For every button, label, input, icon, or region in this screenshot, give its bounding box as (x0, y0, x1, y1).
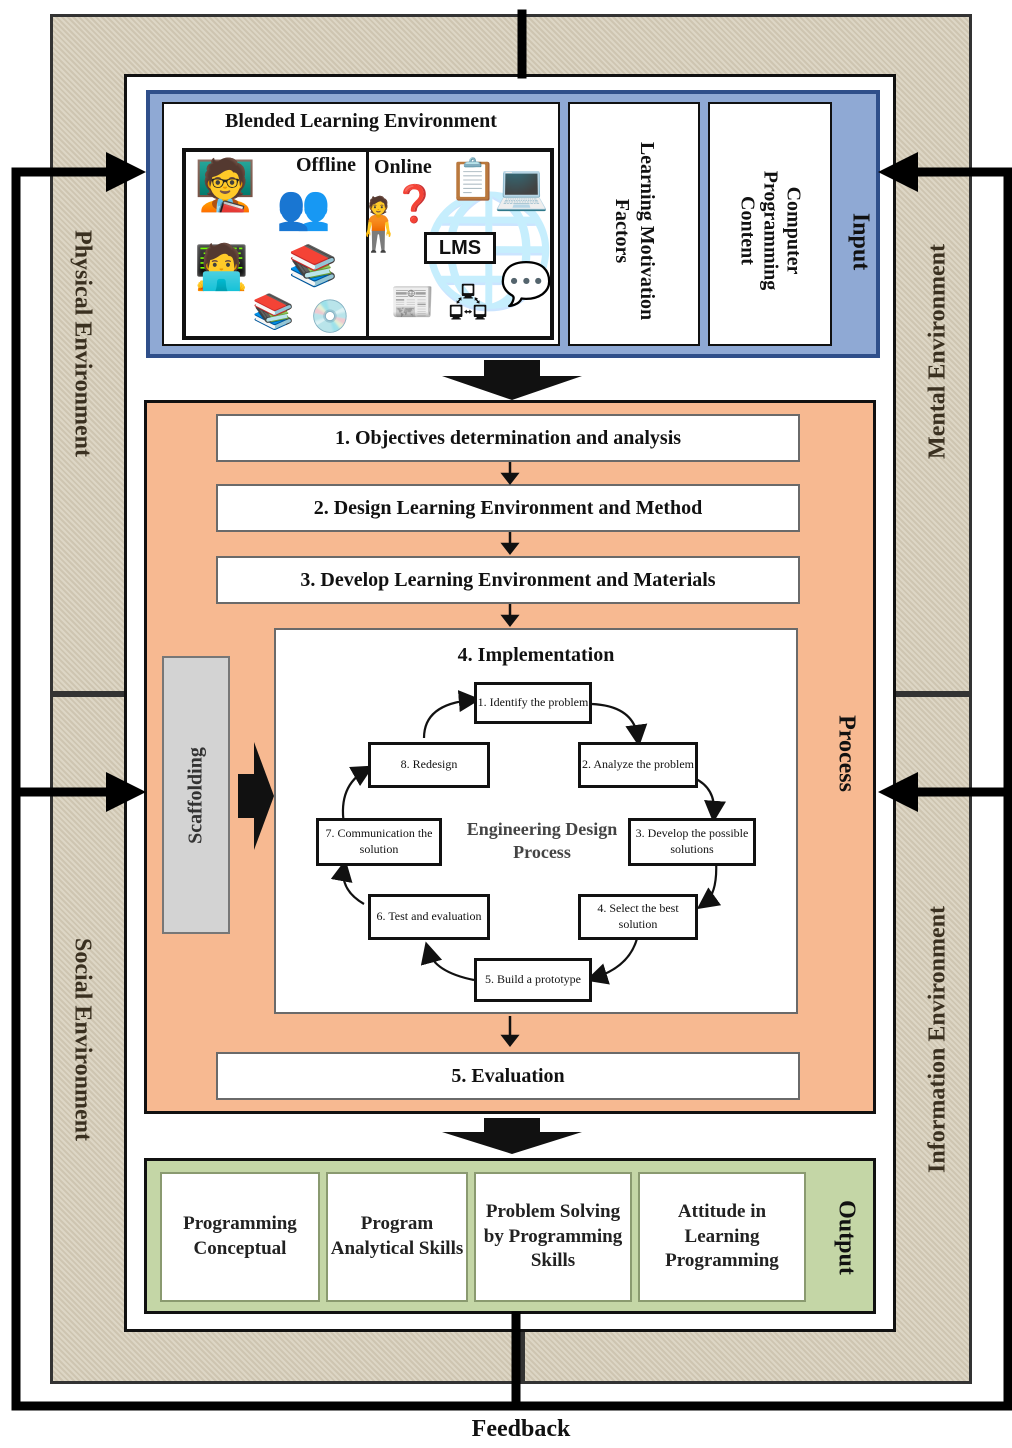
offline-online-divider (366, 150, 369, 338)
teacher-presentation-icon: 🧑‍🏫 (194, 157, 257, 213)
step-develop: 3. Develop Learning Environment and Mate… (216, 556, 800, 604)
books-icon: 📚 (252, 294, 295, 331)
online-label: Online (374, 156, 432, 178)
step-objectives: 1. Objectives determination and analysis (216, 414, 800, 462)
edp-step-analyze: 2. Analyze the problem (578, 742, 698, 788)
cd-icon: 💿 (310, 298, 350, 334)
scaffolding-arrow (238, 774, 256, 818)
output-attitude: Attitude in Learning Programming (638, 1172, 806, 1302)
output-analytical-skills: Program Analytical Skills (326, 1172, 468, 1302)
output-programming-conceptual: Programming Conceptual (160, 1172, 320, 1302)
input-to-process-arrow (484, 360, 540, 378)
document-icon: 📰 (390, 282, 435, 322)
step-evaluation: 5. Evaluation (216, 1052, 800, 1100)
edp-step-identify: 1. Identify the problem (474, 682, 592, 724)
lms-badge: LMS (424, 232, 496, 264)
edp-step-develop: 3. Develop the possible solutions (628, 818, 756, 866)
input-to-process-arrowhead (442, 376, 582, 400)
blended-learning-title: Blended Learning Environment (225, 110, 497, 132)
step-arrows (500, 462, 520, 1048)
bookshelf-icon: 📚 (288, 243, 338, 288)
edp-step-select: 4. Select the best solution (578, 894, 698, 940)
scaffolding-box (162, 656, 230, 934)
motivation-box (568, 102, 700, 346)
edp-cycle-arrows (330, 690, 726, 985)
checklist-icon: 📋 (448, 157, 498, 202)
chat-icon: 💬 (500, 262, 553, 308)
offline-label: Offline (296, 154, 356, 176)
process-to-output-arrow (484, 1118, 540, 1134)
content-box (708, 102, 832, 346)
question-icon: ❓ (392, 184, 437, 224)
scaffolding-arrowhead (254, 742, 274, 850)
implementation-title: 4. Implementation (457, 644, 615, 666)
process-to-output-arrowhead (442, 1132, 582, 1154)
edp-step-communicate: 7. Communication the solution (316, 818, 442, 866)
desk-study-icon: 🧑‍💻 (194, 243, 249, 292)
laptop-icon: 💻 (494, 163, 549, 212)
edp-step-test: 6. Test and evaluation (368, 894, 490, 940)
output-problem-solving: Problem Solving by Programming Skills (474, 1172, 632, 1302)
step-design: 2. Design Learning Environment and Metho… (216, 484, 800, 532)
edp-step-redesign: 8. Redesign (368, 742, 490, 788)
edp-center-label: Engineering Design Process (466, 819, 618, 863)
edp-step-build: 5. Build a prototype (474, 958, 592, 1002)
student-icon: 🧍 (346, 197, 411, 254)
group-discussion-icon: 👥 (276, 183, 331, 232)
feedback-label: Feedback (471, 1416, 571, 1442)
network-icon: 🖧 (448, 284, 489, 324)
